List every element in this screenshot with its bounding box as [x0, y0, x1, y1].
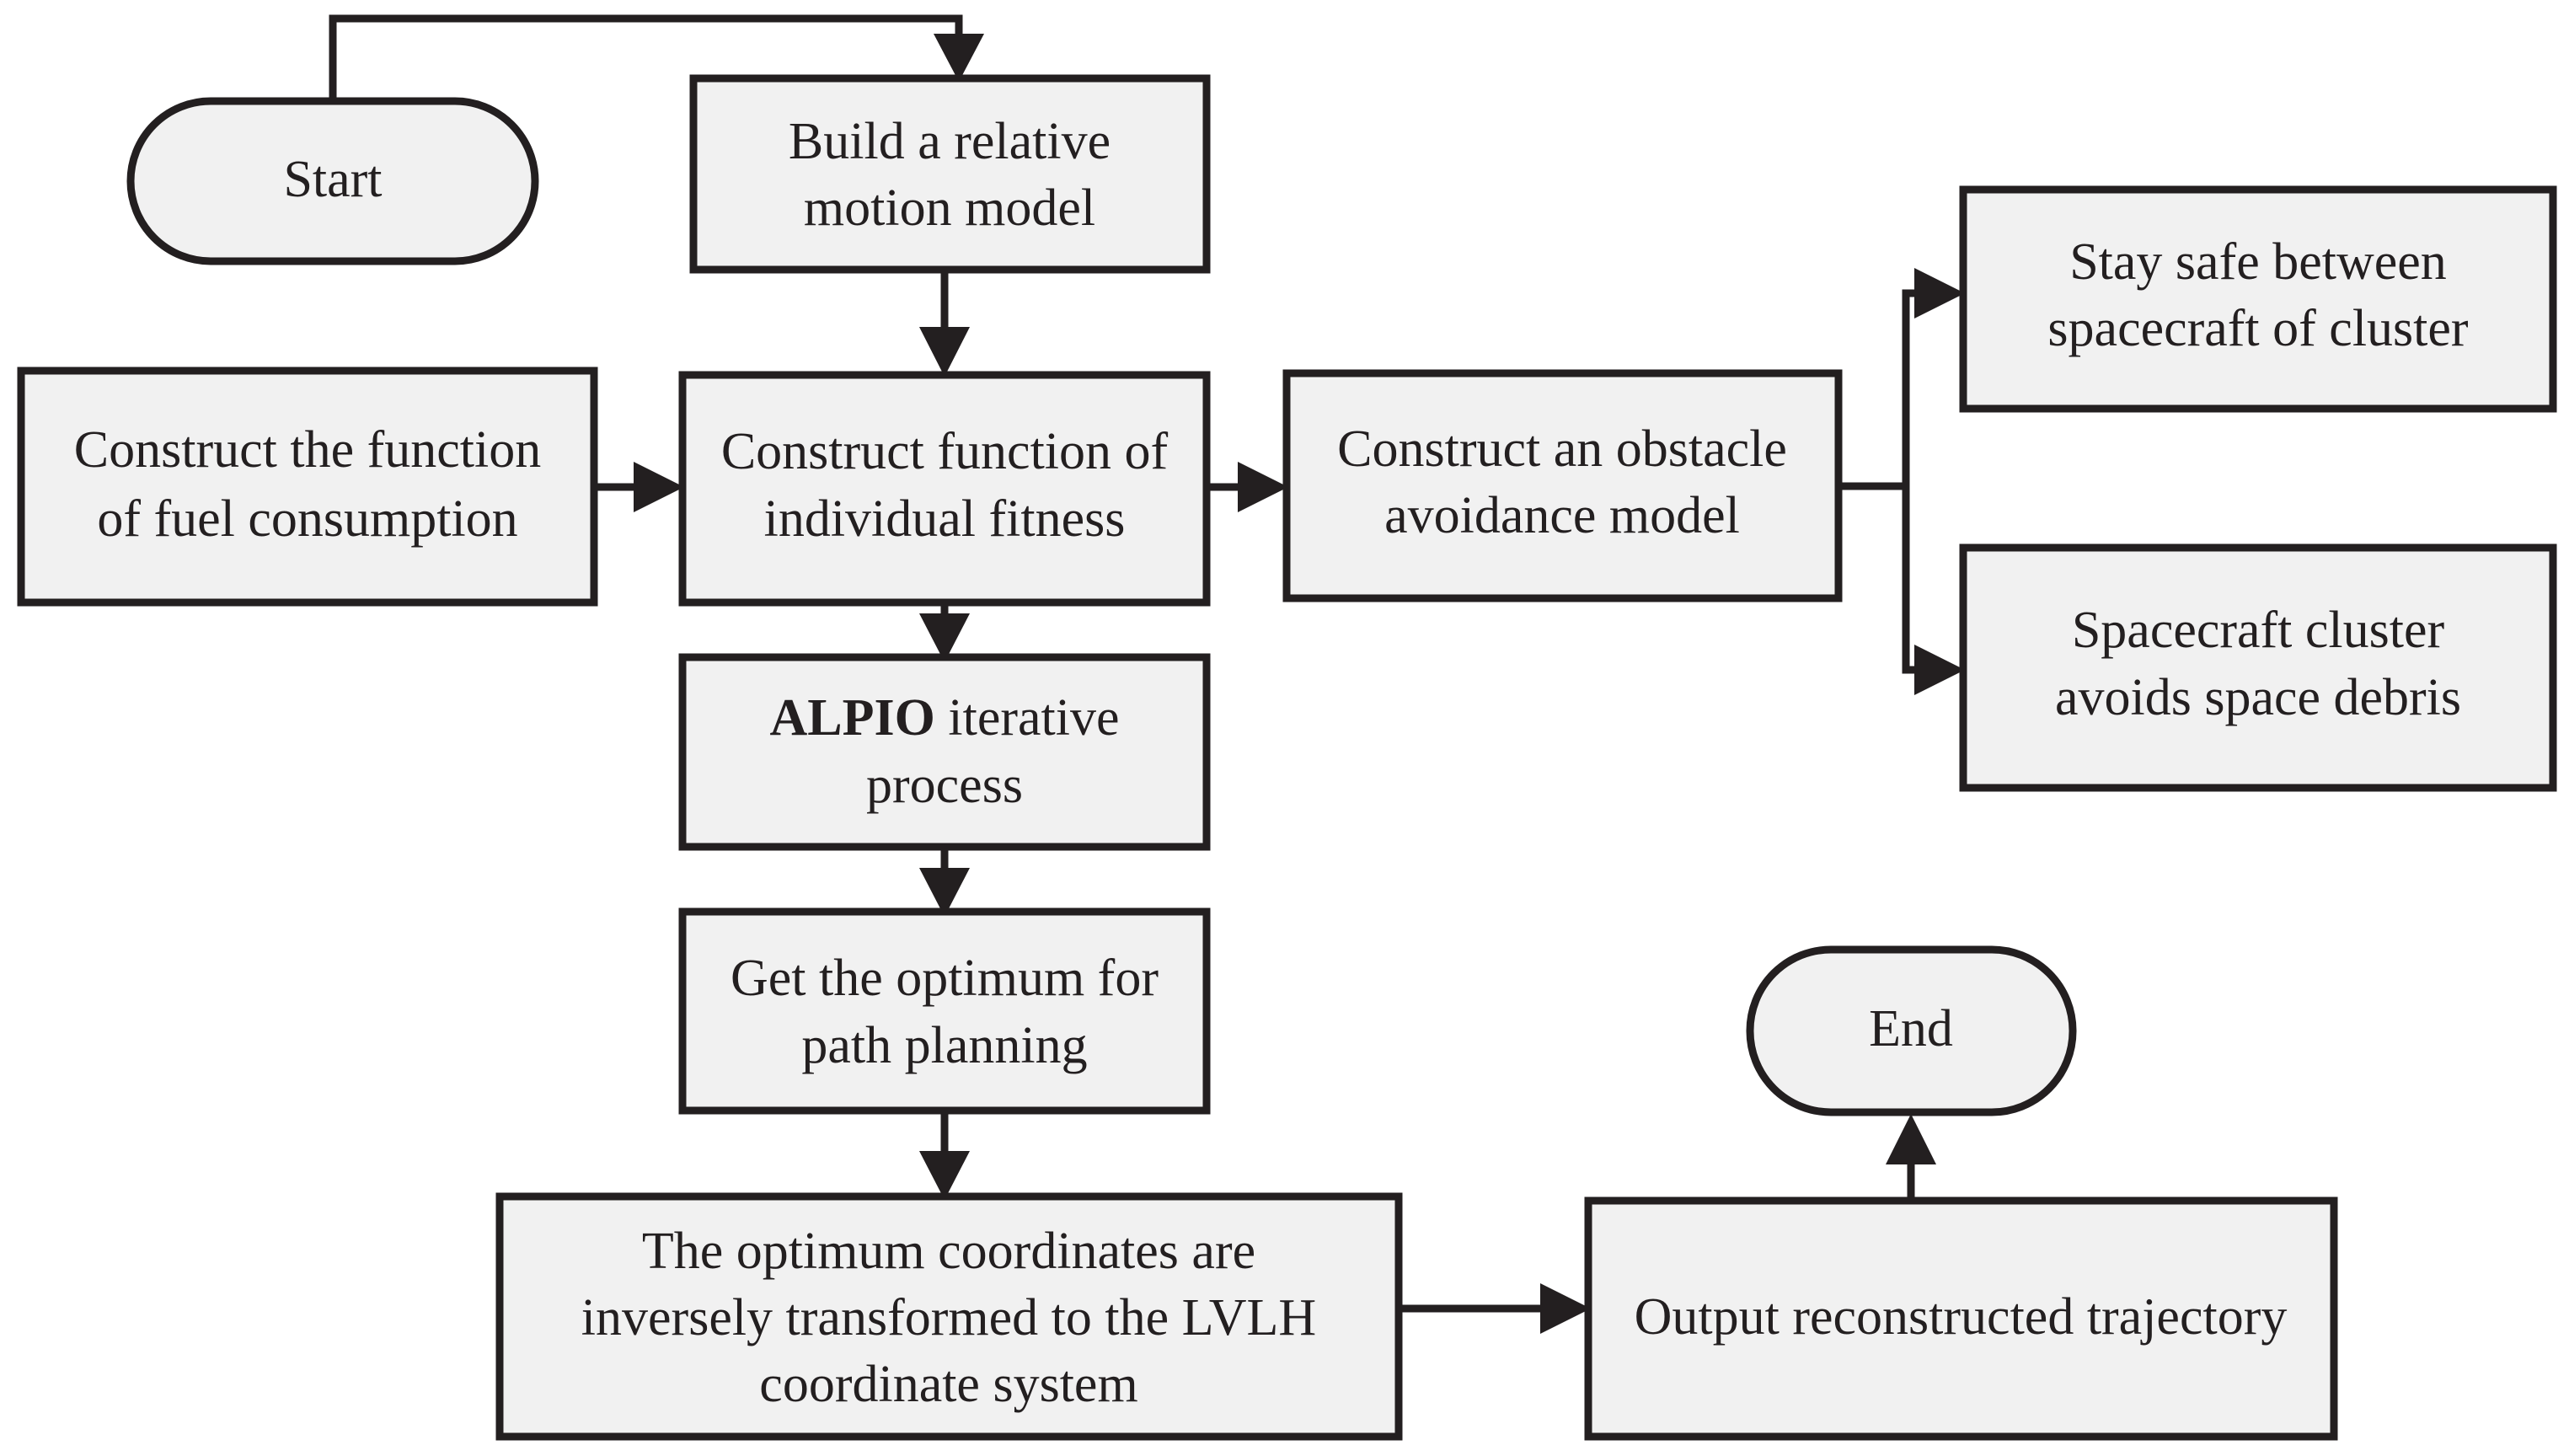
edge-fitness-to-obstacle	[1207, 462, 1288, 512]
inverse-transform-lvlh-label-line3: coordinate system	[759, 1356, 1137, 1413]
edges-layer	[329, 14, 1965, 1334]
node-output-reconstructed-trajectory[interactable]: Output reconstructed trajectory	[1584, 1196, 2338, 1441]
construct-obstacle-avoidance-model-label-line1: Construct an obstacle	[1337, 420, 1787, 478]
edge-alpio-to-optimum	[919, 847, 970, 917]
edge-obstacle-to-stay-safe	[1838, 268, 1965, 490]
edge-optimum-to-lvlh	[919, 1111, 970, 1200]
construct-fuel-consumption-function-label-line2: of fuel consumption	[97, 490, 517, 548]
alpio-iterative-process-label-line2: process	[866, 757, 1023, 814]
inverse-transform-lvlh-label-line1: The optimum coordinates are	[642, 1223, 1255, 1280]
get-optimum-path-planning-label-line2: path planning	[801, 1017, 1087, 1074]
construct-obstacle-avoidance-model-shape[interactable]	[1282, 369, 1843, 602]
avoid-space-debris-label-line2: avoids space debris	[2055, 669, 2461, 726]
node-build-relative-motion-model[interactable]: Build a relative motion model	[689, 74, 1211, 274]
edge-obstacle-to-debris	[1902, 486, 1965, 695]
stay-safe-between-spacecraft-label-line1: Stay safe between	[2069, 233, 2447, 291]
node-inverse-transform-lvlh[interactable]: The optimum coordinates are inversely tr…	[495, 1192, 1403, 1441]
end-shape[interactable]	[1746, 945, 2077, 1116]
node-alpio-iterative-process[interactable]: ALPIO iterative process	[678, 653, 1211, 851]
construct-fuel-consumption-function-shape[interactable]	[17, 367, 598, 607]
stay-safe-between-spacecraft-label-line2: spacecraft of cluster	[2047, 300, 2469, 357]
inverse-transform-lvlh-label-line2: inversely transformed to the LVLH	[581, 1289, 1316, 1346]
edge-build-to-fitness	[919, 270, 970, 377]
get-optimum-path-planning-shape[interactable]	[678, 907, 1211, 1115]
construct-fuel-consumption-function-label-line1: Construct the function	[74, 421, 541, 479]
start-shape[interactable]	[126, 97, 539, 265]
build-relative-motion-model-shape[interactable]	[689, 74, 1211, 274]
construct-obstacle-avoidance-model-label-line2: avoidance model	[1384, 487, 1740, 544]
node-get-optimum-path-planning[interactable]: Get the optimum for path planning	[678, 907, 1211, 1115]
alpio-iterative-process-shape[interactable]	[678, 653, 1211, 851]
construct-individual-fitness-function-label-line2: individual fitness	[764, 490, 1126, 548]
end-label: End	[1869, 1000, 1953, 1057]
node-construct-fuel-consumption-function[interactable]: Construct the function of fuel consumpti…	[17, 367, 598, 607]
alpio-iterative-process-label-line1: ALPIO iterative	[770, 689, 1120, 747]
construct-individual-fitness-function-shape[interactable]	[678, 371, 1211, 607]
node-start[interactable]: Start	[126, 97, 539, 265]
stay-safe-between-spacecraft-shape[interactable]	[1959, 185, 2557, 413]
node-avoid-space-debris[interactable]: Spacecraft cluster avoids space debris	[1959, 543, 2557, 792]
edge-fitness-to-alpio	[919, 602, 970, 662]
build-relative-motion-model-label-line1: Build a relative	[789, 113, 1111, 170]
get-optimum-path-planning-label-line1: Get the optimum for	[731, 950, 1159, 1007]
node-stay-safe-between-spacecraft[interactable]: Stay safe between spacecraft of cluster	[1959, 185, 2557, 413]
edge-fuel-to-fitness	[594, 462, 684, 512]
edge-start-to-build	[329, 14, 984, 101]
edge-output-to-end	[1886, 1114, 1936, 1201]
avoid-space-debris-label-line1: Spacecraft cluster	[2072, 602, 2445, 659]
output-reconstructed-trajectory-shape[interactable]	[1584, 1196, 2338, 1441]
node-construct-obstacle-avoidance-model[interactable]: Construct an obstacle avoidance model	[1282, 369, 1843, 602]
start-label: Start	[283, 151, 382, 208]
output-reconstructed-trajectory-label: Output reconstructed trajectory	[1635, 1288, 2288, 1346]
nodes-layer: Start Build a relative motion model Cons…	[17, 74, 2557, 1441]
node-end[interactable]: End	[1746, 945, 2077, 1116]
construct-individual-fitness-function-label-line1: Construct function of	[721, 423, 1169, 480]
node-construct-individual-fitness-function[interactable]: Construct function of individual fitness	[678, 371, 1211, 607]
edge-lvlh-to-output	[1399, 1283, 1591, 1334]
build-relative-motion-model-label-line2: motion model	[804, 179, 1095, 237]
inverse-transform-lvlh-shape[interactable]	[495, 1192, 1403, 1441]
avoid-space-debris-shape[interactable]	[1959, 543, 2557, 792]
